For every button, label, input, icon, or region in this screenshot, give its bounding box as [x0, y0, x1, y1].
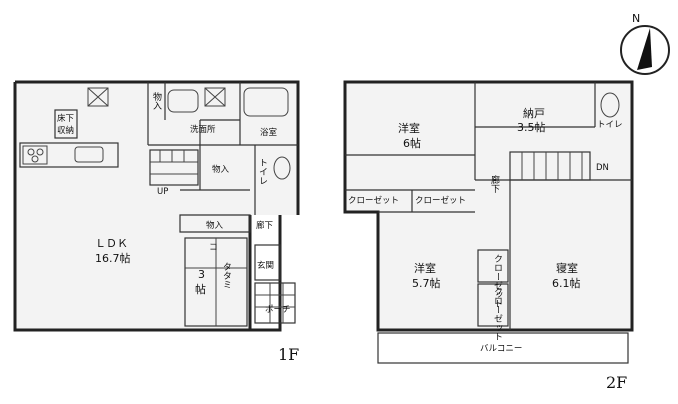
storage-low-label: 物入	[206, 220, 224, 231]
porch-label: ポーチ	[265, 305, 291, 315]
closet-d-label: クローゼット	[492, 287, 503, 341]
closet-b-label: クローゼット	[415, 195, 466, 206]
floor-1-plan	[13, 80, 300, 332]
closet-d-box	[477, 283, 509, 327]
closet-c-box	[477, 249, 509, 283]
sink-icon	[74, 146, 104, 163]
kitchen-counter	[19, 142, 119, 168]
bathtub-icon	[243, 87, 289, 117]
ldk-name: ＬＤＫ	[95, 237, 128, 250]
entrance-area	[254, 244, 281, 281]
washbasin-icon	[167, 89, 199, 113]
western-a-size: 6帖	[403, 137, 421, 150]
storage-shelf-1f	[179, 214, 251, 233]
vent-icon-washroom	[204, 87, 226, 107]
storage-mid-label: 物入	[212, 164, 230, 175]
hall-1f-label: 廊下	[256, 220, 274, 231]
underfloor-label-2: 収納	[57, 125, 74, 136]
entrance-label: 玄関	[257, 260, 274, 271]
western-a-name: 洋室	[398, 121, 420, 135]
tatami-vertical-label: タタミ	[221, 262, 232, 289]
western-b-name: 洋室	[414, 261, 436, 275]
bedroom-size: 6.1帖	[552, 277, 581, 290]
western-b-size: 5.7帖	[412, 277, 441, 290]
underfloor-storage-box	[54, 109, 78, 139]
tatami-unit: 帖	[195, 283, 206, 296]
closet-c-label: クローゼット	[492, 254, 503, 308]
stairs-2f	[509, 151, 591, 181]
vent-icon	[87, 87, 109, 107]
balcony-area	[377, 332, 629, 364]
stairs-dn-label: DN	[596, 163, 609, 173]
balcony-label: バルコニー	[480, 344, 522, 354]
storage-top-label: 物入	[151, 91, 162, 110]
bath-label: 浴室	[260, 127, 278, 138]
washroom-label: 洗面所	[190, 124, 216, 135]
bedroom-name: 寝室	[556, 261, 578, 275]
stove-icon	[22, 145, 48, 165]
storeroom-size: 3.5帖	[517, 121, 546, 134]
toilet-icon-2f	[600, 92, 620, 118]
floor-2-plan	[343, 80, 634, 364]
floor-2-label: 2F	[606, 373, 627, 392]
floor-1-label: 1F	[278, 345, 299, 364]
stairs-up-label: UP	[157, 187, 168, 197]
tatami-number: 3	[198, 268, 205, 281]
toilet-2f-label: トイレ	[597, 120, 623, 130]
compass-icon	[620, 25, 670, 75]
ldk-size: 16.7帖	[95, 252, 131, 265]
compass-north: N	[632, 12, 640, 25]
storeroom-name: 納戸	[523, 107, 545, 120]
toilet-icon-1f	[273, 156, 291, 180]
porch-area	[254, 282, 296, 324]
closet-a-label: クローゼット	[348, 195, 399, 206]
tatami-prefix-label: コ	[207, 242, 217, 251]
underfloor-label-1: 床下	[57, 113, 75, 124]
hall-2f-label: 廊下	[489, 174, 500, 194]
stairs-1f	[149, 149, 199, 186]
toilet-1f-label: トイレ	[257, 158, 268, 185]
